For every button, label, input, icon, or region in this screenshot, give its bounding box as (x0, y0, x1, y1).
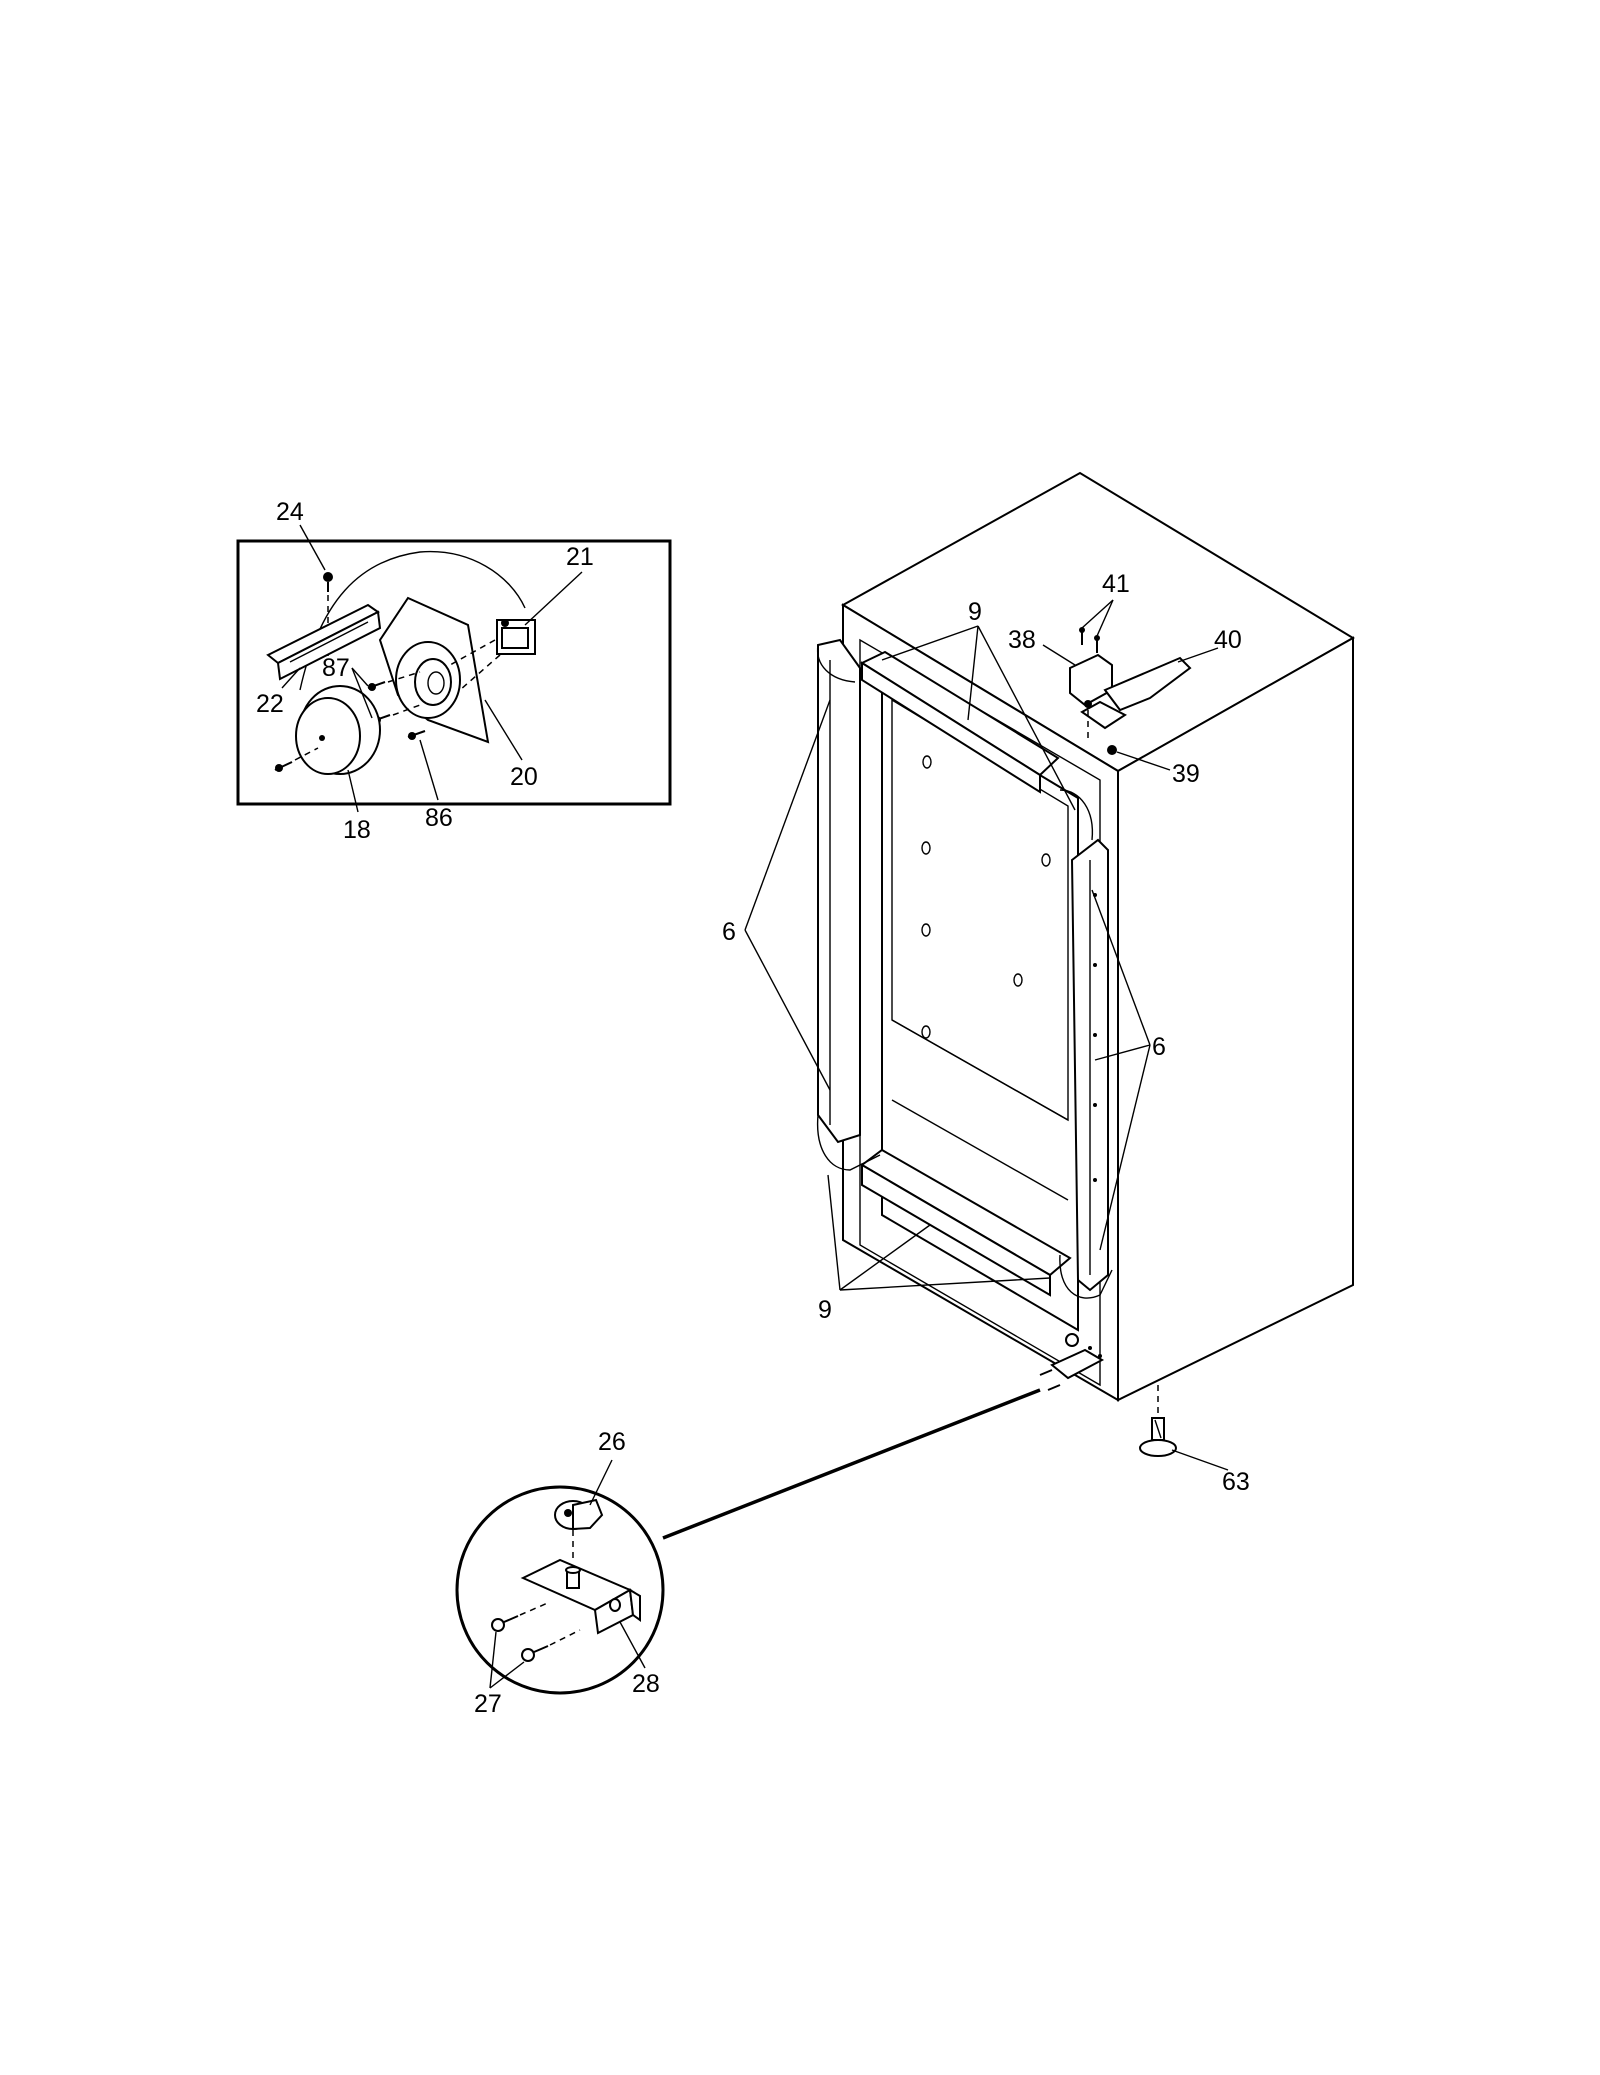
control-assembly-inset: 24 21 22 87 20 18 86 (236, 498, 672, 844)
screw-86 (407, 730, 426, 740)
label-6-right: 6 (1152, 1033, 1166, 1061)
freezer-cabinet: 9 6 6 9 (722, 471, 1355, 1402)
label-9-top: 9 (968, 598, 982, 626)
leader-6-left-b (744, 929, 831, 1091)
cabinet-right-side (1117, 636, 1354, 1402)
label-24: 24 (276, 498, 304, 526)
label-38: 38 (1008, 626, 1036, 654)
leveling-leg-63: 63 (1139, 1385, 1250, 1496)
label-22: 22 (256, 690, 284, 718)
screws-41 (1079, 627, 1100, 653)
leader-20 (484, 699, 523, 761)
hinge-base (1080, 700, 1127, 730)
label-9-bottom: 9 (818, 1296, 832, 1324)
label-27: 27 (474, 1690, 502, 1718)
control-housing-20 (378, 596, 490, 744)
leader-21 (524, 571, 583, 626)
leader-38 (1042, 644, 1076, 666)
screws-27 (491, 1601, 581, 1662)
label-63: 63 (1222, 1468, 1250, 1496)
label-41: 41 (1102, 570, 1130, 598)
leader-26 (589, 1459, 613, 1506)
detail-callout-line (662, 1388, 1041, 1540)
leader-63 (1171, 1449, 1229, 1471)
leader-28 (619, 1621, 646, 1669)
bottom-hinge-detail: 26 28 27 (455, 1428, 665, 1718)
label-26: 26 (598, 1428, 626, 1456)
thermostat-21 (449, 619, 536, 691)
leader-41a (1081, 599, 1114, 629)
leader-27b (489, 1661, 525, 1689)
leader-9-top-b (881, 625, 979, 661)
label-39: 39 (1172, 760, 1200, 788)
hinge-bracket-28 (520, 1558, 641, 1635)
leader-9-top-a (967, 625, 979, 721)
leader-22 (281, 667, 301, 689)
leader-18 (347, 769, 359, 813)
hinge-bracket-40 (1103, 656, 1192, 712)
inset-frame (236, 539, 672, 806)
leader-6-right-c (1099, 1044, 1151, 1251)
bottom-hinge-small (1039, 1333, 1105, 1391)
label-86: 86 (425, 804, 453, 832)
label-40: 40 (1214, 626, 1242, 654)
leader-41b (1096, 599, 1114, 637)
leader-39 (1116, 751, 1171, 771)
label-20: 20 (510, 763, 538, 791)
screw-24 (323, 572, 333, 660)
leader-9-top-c (977, 625, 1076, 811)
leader-27a (489, 1631, 497, 1689)
knob-18 (274, 685, 381, 775)
bracket-22 (266, 603, 382, 681)
leader-6-right-a (1091, 889, 1151, 1046)
label-28: 28 (632, 1670, 660, 1698)
leader-9-bot-b (839, 1224, 931, 1291)
label-18: 18 (343, 816, 371, 844)
shim-39 (1107, 745, 1117, 755)
label-87: 87 (322, 654, 350, 682)
leader-86 (419, 739, 439, 801)
leader-6-right-b (1094, 1044, 1151, 1061)
leader-9-bot-a (827, 1174, 841, 1291)
leader-40 (1177, 647, 1219, 663)
capillary-wire (299, 550, 526, 691)
top-hinge-assembly: 41 38 40 39 (1008, 570, 1242, 788)
label-6-left: 6 (722, 918, 736, 946)
gasket-left (816, 638, 881, 1171)
gasket-right (1059, 789, 1113, 1299)
leader-87a (351, 667, 369, 687)
leader-87b (351, 667, 373, 719)
label-21: 21 (566, 543, 594, 571)
leader-24 (299, 524, 326, 571)
leader-9-bot-c (839, 1277, 1051, 1291)
leader-6-left-a (744, 699, 831, 931)
